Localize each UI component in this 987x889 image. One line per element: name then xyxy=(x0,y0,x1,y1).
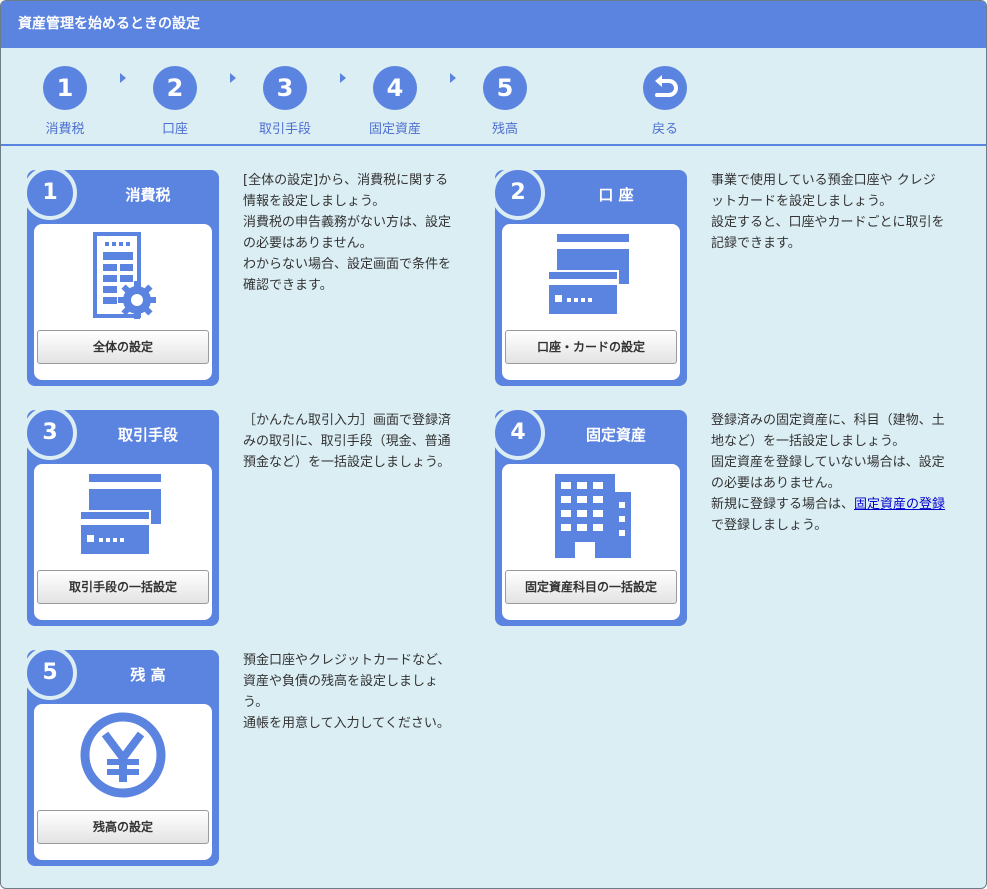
card-number: 4 xyxy=(491,406,545,460)
card-body: 口座・カードの設定 xyxy=(502,224,680,380)
desc-line: 通帳を用意して入力してください。 xyxy=(243,716,450,731)
step-3-payment-method[interactable]: 3 取引手段 xyxy=(245,66,325,137)
account-card-settings-button[interactable]: 口座・カードの設定 xyxy=(505,330,677,364)
desc-line: [全体の設定]から、消費税に関する xyxy=(243,173,449,188)
desc-line: 地など）を一括設定しましょう。 xyxy=(711,434,906,449)
desc-line: 新規に登録する場合は、固定資産の登録 xyxy=(711,494,973,515)
card-title: 口 座 xyxy=(598,186,634,204)
card-number: 1 xyxy=(23,166,77,220)
balance-settings-button[interactable]: 残高の設定 xyxy=(37,810,209,844)
desc-line: で登録しましょう。 xyxy=(711,518,828,533)
desc-line: 預金口座やクレジットカードなど、 xyxy=(243,653,451,668)
chevron-right-icon xyxy=(120,73,126,83)
tax-calculator-gear-icon xyxy=(34,228,212,328)
desc-line: 確認できます。 xyxy=(243,278,333,293)
card-body: 固定資産科目の一括設定 xyxy=(502,464,680,620)
desc-line: 預金など）を一括設定しましょう。 xyxy=(243,455,451,470)
chevron-right-icon xyxy=(450,73,456,83)
back-label: 戻る xyxy=(651,122,678,137)
desc-line: 固定資産を登録していない場合は、設定 xyxy=(711,455,945,470)
fixed-asset-account-bulk-settings-button[interactable]: 固定資産科目の一括設定 xyxy=(505,570,677,604)
bank-cards-icon xyxy=(502,228,680,328)
window-title: 資産管理を始めるときの設定 xyxy=(1,1,986,48)
desc-line: 消費税の申告義務がない方は、設定 xyxy=(243,215,452,230)
step-5-balance[interactable]: 5 残高 xyxy=(465,66,545,137)
desc-line: みの取引に、取引手段（現金、普通 xyxy=(243,434,451,449)
card-description: 事業で使用している預金口座や クレジ ットカードを設定しましょう。 設定すると、… xyxy=(711,170,973,254)
step-label: 消費税 xyxy=(45,122,85,137)
payment-method-bulk-settings-button[interactable]: 取引手段の一括設定 xyxy=(37,570,209,604)
card-payment-method: 3 取引手段 取引手段の一括設定 xyxy=(23,406,219,626)
card-body: 残高の設定 xyxy=(34,704,212,860)
card-title: 取引手段 xyxy=(117,426,178,444)
step-4-fixed-assets[interactable]: 4 固定資産 xyxy=(355,66,435,137)
card-description: 登録済みの固定資産に、科目（建物、土 地など）を一括設定しましょう。 固定資産を… xyxy=(711,410,973,536)
desc-line: 資産や負債の残高を設定しましょ xyxy=(243,674,439,689)
yen-coin-icon xyxy=(34,708,212,808)
back-button[interactable]: 戻る xyxy=(625,66,705,137)
card-body: 取引手段の一括設定 xyxy=(34,464,212,620)
card-bank-account: 2 口 座 口座・カードの設定 xyxy=(491,166,687,386)
desc-line: 事業で使用している預金口座や クレジ xyxy=(711,173,936,188)
step-number: 5 xyxy=(483,66,527,110)
card-fixed-assets: 4 固定資産 固定資産科目の一括設定 xyxy=(491,406,687,626)
card-title: 残 高 xyxy=(130,666,166,684)
desc-line: ットカードを設定しましょう。 xyxy=(711,194,893,209)
return-arrow-icon xyxy=(643,66,687,110)
desc-line: 記録できます。 xyxy=(711,236,801,251)
step-label: 口座 xyxy=(161,122,188,137)
step-number: 1 xyxy=(43,66,87,110)
step-navigation: 1 消費税 2 口座 3 取引手段 4 固定資産 5 残高 xyxy=(1,48,986,146)
step-number: 3 xyxy=(263,66,307,110)
desc-line: 情報を設定しましょう。 xyxy=(243,194,386,209)
card-consumption-tax: 1 消費税 xyxy=(23,166,219,386)
card-title: 消費税 xyxy=(125,186,171,204)
desc-text: 新規に登録する場合は、 xyxy=(711,497,855,512)
chevron-right-icon xyxy=(230,73,236,83)
step-label: 残高 xyxy=(491,122,518,137)
card-balance: 5 残 高 残高の設定 xyxy=(23,646,219,866)
desc-line: う。 xyxy=(243,695,269,710)
card-description: 預金口座やクレジットカードなど、 資産や負債の残高を設定しましょ う。 通帳を用… xyxy=(243,650,473,734)
step-1-tax[interactable]: 1 消費税 xyxy=(25,66,105,137)
desc-line: の必要はありません。 xyxy=(243,236,373,251)
step-number: 4 xyxy=(373,66,417,110)
building-icon xyxy=(502,468,680,568)
fixed-asset-registration-link[interactable]: 固定資産の登録 xyxy=(854,497,946,512)
step-2-account[interactable]: 2 口座 xyxy=(135,66,215,137)
card-description: [全体の設定]から、消費税に関する 情報を設定しましょう。 消費税の申告義務がな… xyxy=(243,170,473,296)
desc-line: 設定すると、口座やカードごとに取引を xyxy=(711,215,945,230)
desc-line: 登録済みの固定資産に、科目（建物、土 xyxy=(711,413,945,428)
card-body: 全体の設定 xyxy=(34,224,212,380)
card-description: ［かんたん取引入力］画面で登録済 みの取引に、取引手段（現金、普通 預金など）を… xyxy=(243,410,473,473)
step-number: 2 xyxy=(153,66,197,110)
card-number: 5 xyxy=(23,646,77,700)
chevron-right-icon xyxy=(340,73,346,83)
card-title: 固定資産 xyxy=(585,426,646,444)
desc-line: わからない場合、設定画面で条件を xyxy=(243,257,452,272)
global-settings-button[interactable]: 全体の設定 xyxy=(37,330,209,364)
card-number: 2 xyxy=(491,166,545,220)
desc-line: ［かんたん取引入力］画面で登録済 xyxy=(243,413,452,428)
card-number: 3 xyxy=(23,406,77,460)
step-label: 固定資産 xyxy=(368,122,421,137)
payment-cards-icon xyxy=(34,468,212,568)
step-label: 取引手段 xyxy=(258,122,311,137)
desc-line: の必要はありません。 xyxy=(711,476,841,491)
